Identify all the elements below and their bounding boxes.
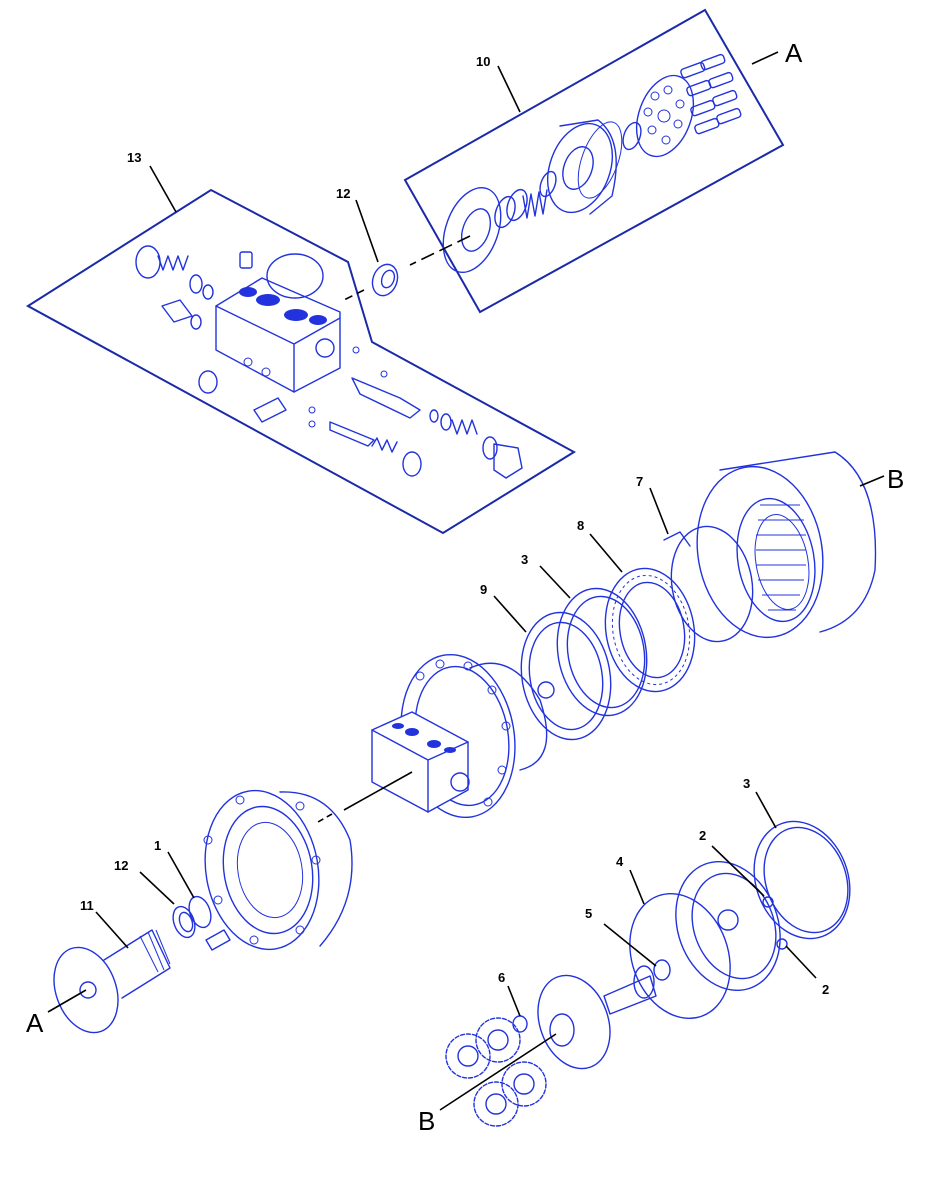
callout-4: 4 bbox=[616, 854, 624, 869]
letter-a-bottom: A bbox=[26, 1008, 44, 1038]
callout-12-top: 12 bbox=[336, 186, 350, 201]
housing-assembly bbox=[203, 451, 877, 951]
callout-6: 6 bbox=[498, 970, 505, 985]
output-shaft-group bbox=[53, 895, 231, 1034]
group-10-rotating-assembly bbox=[403, 8, 785, 314]
callout-7: 7 bbox=[636, 474, 643, 489]
group-13-frame bbox=[26, 188, 576, 535]
callout-10: 10 bbox=[476, 54, 490, 69]
section-letters: A B A B bbox=[26, 38, 904, 1136]
callout-1: 1 bbox=[154, 838, 161, 853]
leader-lines bbox=[47, 51, 885, 1111]
callout-13: 13 bbox=[127, 150, 141, 165]
callout-9: 9 bbox=[480, 582, 487, 597]
letter-a-top: A bbox=[785, 38, 803, 68]
letter-b-bottom: B bbox=[418, 1106, 435, 1136]
callout-5: 5 bbox=[585, 906, 592, 921]
callout-numbers: 10 13 12 7 8 3 9 1 12 11 3 2 4 5 2 6 bbox=[80, 54, 829, 997]
callout-3-bottom: 3 bbox=[743, 776, 750, 791]
callout-8: 8 bbox=[577, 518, 584, 533]
planet-gears bbox=[445, 1017, 547, 1127]
planetary-gear-group bbox=[445, 820, 851, 1127]
group-13-valve-block bbox=[26, 188, 576, 535]
callout-2-top: 2 bbox=[699, 828, 706, 843]
callout-11: 11 bbox=[80, 898, 94, 913]
callout-3-top: 3 bbox=[521, 552, 528, 567]
callout-12-bottom: 12 bbox=[114, 858, 128, 873]
group-10-frame bbox=[403, 8, 785, 314]
callout-2-bottom: 2 bbox=[822, 982, 829, 997]
letter-b-right: B bbox=[887, 464, 904, 494]
